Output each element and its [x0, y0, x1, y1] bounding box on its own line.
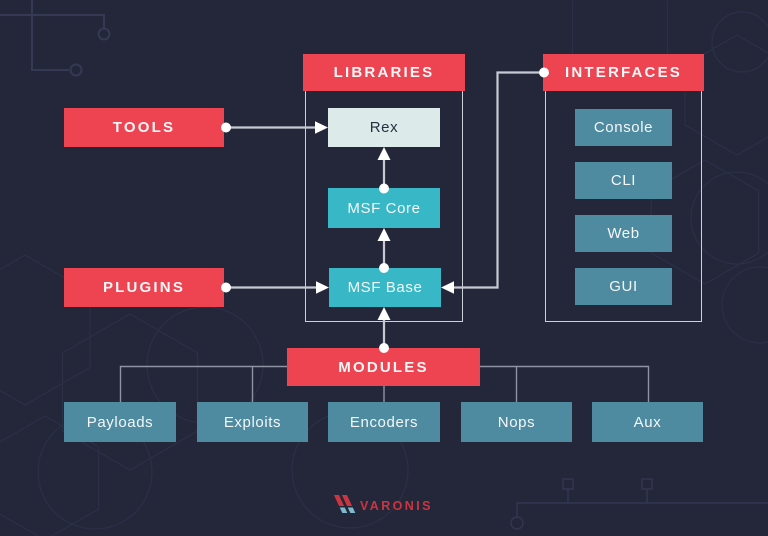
encoders-box: Encoders: [328, 402, 440, 442]
varonis-logo: VARONIS: [333, 495, 433, 513]
msf-base-box: MSF Base: [329, 268, 441, 307]
web-box: Web: [575, 215, 672, 252]
msf-base-label: MSF Base: [347, 279, 423, 296]
circuit-trace-top-left: [0, 0, 111, 77]
console-box: Console: [575, 109, 672, 146]
modules-label: MODULES: [338, 358, 429, 376]
rex-box: Rex: [328, 108, 440, 147]
rex-label: Rex: [369, 119, 399, 136]
cli-label: CLI: [610, 172, 637, 189]
nops-label: Nops: [497, 413, 536, 431]
web-label: Web: [607, 225, 640, 242]
encoders-label: Encoders: [349, 413, 419, 431]
plugins-box: PLUGINS: [64, 268, 224, 307]
exploits-box: Exploits: [197, 402, 308, 442]
tools-box: TOOLS: [64, 108, 224, 147]
aux-label: Aux: [633, 413, 662, 431]
plugins-label: PLUGINS: [102, 279, 186, 296]
msf-core-label: MSF Core: [347, 199, 421, 217]
gui-label: GUI: [609, 278, 638, 295]
payloads-label: Payloads: [86, 413, 154, 431]
varonis-logo-icon: [333, 495, 356, 513]
cli-box: CLI: [575, 162, 672, 199]
libraries-label: LIBRARIES: [333, 64, 435, 81]
aux-box: Aux: [592, 402, 703, 442]
nops-box: Nops: [461, 402, 572, 442]
circuit-trace-bottom-right: [510, 478, 768, 530]
interfaces-label: INTERFACES: [564, 64, 682, 81]
payloads-box: Payloads: [64, 402, 176, 442]
exploits-label: Exploits: [223, 413, 282, 431]
libraries-header: LIBRARIES: [303, 54, 465, 91]
console-label: Console: [593, 119, 654, 136]
msf-core-box: MSF Core: [328, 188, 440, 228]
tools-label: TOOLS: [112, 119, 176, 136]
gui-box: GUI: [575, 268, 672, 305]
interfaces-header: INTERFACES: [543, 54, 704, 91]
varonis-wordmark: VARONIS: [360, 499, 433, 513]
modules-box: MODULES: [287, 348, 480, 386]
